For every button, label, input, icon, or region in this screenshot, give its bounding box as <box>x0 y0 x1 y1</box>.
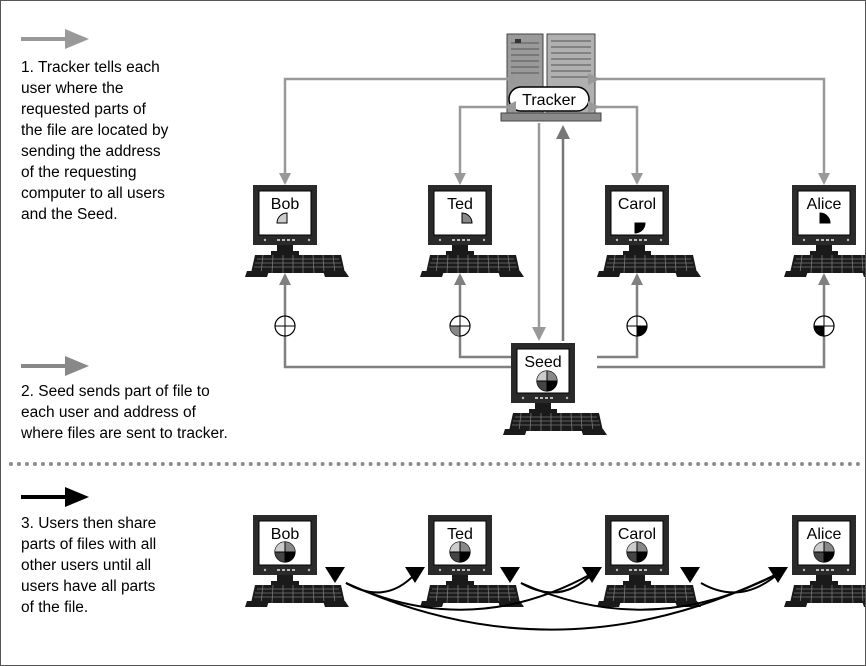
step-1-text: 1. Tracker tells each user where the req… <box>21 59 169 223</box>
step-3-text: 3. Users then share parts of files with … <box>21 515 157 616</box>
section-divider <box>9 462 861 466</box>
step-2-text: 2. Seed sends part of file to each user … <box>21 383 228 442</box>
seed-user-links <box>283 283 826 369</box>
ted-full-file-icon <box>449 541 471 563</box>
peer-share-arrowheads <box>325 567 788 583</box>
carol-part-icon <box>634 222 646 234</box>
tracker-server-icon <box>500 33 602 122</box>
user-label-ted-top: Ted <box>447 196 473 213</box>
tracker-user-arrowheads <box>279 73 830 185</box>
seed-to-tracker-arrowhead <box>556 125 570 139</box>
user-label-ted-bottom: Ted <box>447 526 473 543</box>
step-2-arrow-icon <box>21 356 89 376</box>
alice-part-icon <box>819 212 831 224</box>
user-label-bob-bottom: Bob <box>271 526 300 543</box>
bob-part-icon <box>276 212 288 224</box>
tracker-to-seed-arrowhead <box>532 327 546 341</box>
user-label-carol-bottom: Carol <box>618 526 656 543</box>
file-piece-to-alice <box>813 315 835 337</box>
bob-full-file-icon <box>274 541 296 563</box>
seed-full-file-icon <box>536 370 558 392</box>
user-label-alice-top: Alice <box>807 196 842 213</box>
user-label-bob-top: Bob <box>271 196 300 213</box>
step-1-arrow-icon <box>21 29 89 49</box>
step-3-arrow-icon <box>21 487 89 507</box>
tracker-user-links <box>283 77 826 183</box>
file-piece-to-carol <box>626 315 648 337</box>
file-piece-to-bob <box>274 315 296 337</box>
user-label-alice-bottom: Alice <box>807 526 842 543</box>
user-label-carol-top: Carol <box>618 196 656 213</box>
tracker-label: Tracker <box>522 92 576 109</box>
seed-label: Seed <box>524 354 561 371</box>
carol-full-file-icon <box>626 541 648 563</box>
alice-full-file-icon <box>813 541 835 563</box>
peer-share-links <box>345 572 780 631</box>
ted-part-icon <box>461 212 473 224</box>
file-piece-to-ted <box>449 315 471 337</box>
